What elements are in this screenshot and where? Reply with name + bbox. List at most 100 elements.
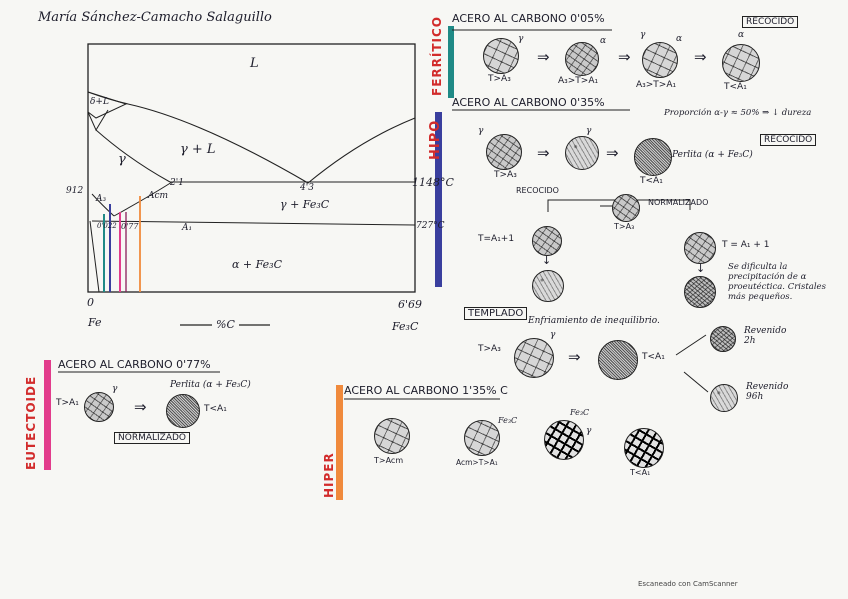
ferr-alpha-3: α: [676, 34, 682, 44]
ferr-arrow-2: ⇒: [618, 48, 631, 66]
micro-revenido-96h: [710, 384, 738, 412]
micro-revenido-2h: [710, 326, 736, 352]
micro-hipo-left-1: [532, 226, 562, 256]
hiper-t3: T<A₁: [630, 468, 650, 477]
liquidus-line: [88, 92, 415, 183]
micro-hipo-left-2: [532, 270, 564, 302]
eut-t1: T>A₁: [56, 398, 79, 408]
title-eutectoide: ACERO AL CARBONO 0'77%: [58, 358, 211, 371]
region-alpha-fe3c: α + Fe₃C: [232, 258, 282, 271]
title-hiper: ACERO AL CARBONO 1'35% C: [344, 384, 508, 397]
label-templado: TEMPLADO: [464, 307, 527, 320]
region-gamma: γ: [118, 152, 126, 167]
hipo-gamma-2: γ: [586, 126, 591, 136]
hiper-t2: Acm>T>A₁: [456, 458, 498, 467]
eutectoid-line: [92, 221, 415, 225]
eut-arrow: ⇒: [134, 398, 147, 416]
title-ferritico: ACERO AL CARBONO 0'05%: [452, 12, 605, 25]
micro-eut-1: [84, 392, 114, 422]
author-name: María Sánchez-Camacho Salaguillo: [38, 10, 272, 25]
tag-hiper: HIPER: [322, 452, 336, 498]
region-L: L: [250, 56, 259, 71]
hipo-arrow-1: ⇒: [537, 144, 550, 162]
label-normalizado: NORMALIZADO: [114, 432, 190, 444]
micro-hipo-center: [612, 194, 640, 222]
ferr-gamma-1: γ: [518, 34, 523, 44]
ferr-t3: A₃>T>A₁: [636, 80, 676, 90]
templado-rev2h: Revenido 2h: [744, 326, 794, 346]
bar-eutectoide: [44, 360, 51, 470]
solidus-line: [96, 130, 170, 182]
tag-eutectoide: EUTECTOIDE: [24, 376, 38, 470]
templado-t2: T<A₁: [642, 352, 665, 362]
micro-eut-2: [166, 394, 200, 428]
label-fe3c: Fe₃C: [392, 320, 418, 333]
label-2-1: 2'1: [170, 178, 184, 188]
micro-hiper-4: [624, 428, 664, 468]
scanner-footer: Escaneado con CamScanner: [638, 580, 738, 588]
title-hipo: ACERO AL CARBONO 0'35%: [452, 96, 605, 109]
label-recocido-2: RECOCIDO: [760, 134, 816, 146]
hipo-arrow-2: ⇒: [606, 144, 619, 162]
hipo-normalizado-branch: NORMALIZADO: [648, 198, 708, 207]
label-x0: 0: [87, 296, 94, 309]
label-x669: 6'69: [398, 298, 422, 311]
micro-hipo-2: [565, 136, 599, 170]
templado-arrow: ⇒: [568, 348, 581, 366]
micro-hiper-3: [544, 420, 584, 460]
region-delta-L: δ+L: [90, 97, 109, 107]
diagram-frame: [88, 44, 415, 292]
axis-label-carbon: %C: [212, 318, 239, 331]
hipo-t1: T>A₃: [494, 170, 517, 180]
micro-hiper-2: [464, 420, 500, 456]
hiper-gamma: γ: [586, 426, 591, 436]
ferr-t4: T<A₁: [724, 82, 747, 92]
region-gamma-fe3c: γ + Fe₃C: [280, 198, 329, 211]
hipo-ta1-left: T=A₁+1: [478, 234, 514, 244]
micro-ferr-3: [642, 42, 678, 78]
hipo-perlita: Perlita (α + Fe₃C): [672, 150, 753, 160]
ferr-alpha-2: α: [600, 36, 606, 46]
ferr-t1: T>A₃: [488, 74, 511, 84]
micro-ferr-4: [722, 44, 760, 82]
micro-templado-2: [598, 340, 638, 380]
label-acm: Acm: [148, 191, 168, 201]
hiper-fe3c-2: Fe₃C: [570, 408, 589, 417]
hipo-observation: Se dificulta la precipitación de α proeu…: [728, 262, 828, 302]
hipo-ta1-right: T = A₁ + 1: [722, 240, 770, 250]
hiper-fe3c-1: Fe₃C: [498, 416, 517, 425]
templado-desc: Enfriamiento de inequilibrio.: [528, 316, 660, 326]
hipo-down-right: ↓: [696, 262, 705, 275]
hipo-gamma-1: γ: [478, 126, 483, 136]
templado-gamma: γ: [550, 330, 555, 340]
region-gamma-L: γ + L: [180, 142, 216, 157]
ferr-t2: A₃>T>A₁: [558, 76, 598, 86]
templado-rev96h: Revenido 96h: [746, 382, 796, 402]
ferr-gamma-3: γ: [640, 30, 645, 40]
label-1148: 1148°C: [412, 176, 454, 189]
hipo-t2: T<A₁: [640, 176, 663, 186]
templado-t1: T>A₃: [478, 344, 501, 354]
micro-ferr-1: [483, 38, 519, 74]
label-a3: A₃: [96, 194, 106, 204]
eut-t2: T<A₁: [204, 404, 227, 414]
tag-hipo: HIPO: [428, 120, 443, 160]
hipo-recocido-branch: RECOCIDO: [516, 186, 559, 195]
label-077: 0'77: [121, 222, 138, 231]
micro-hipo-1: [486, 134, 522, 170]
hiper-t1: T>Acm: [374, 456, 403, 465]
hipo-note: Proporción α-γ ≈ 50% ⇒ ↓ dureza: [664, 108, 811, 118]
bar-ferritico: [448, 26, 454, 98]
micro-hiper-1: [374, 418, 410, 454]
micro-hipo-3: [634, 138, 672, 176]
ferr-arrow-1: ⇒: [537, 48, 550, 66]
tag-ferritico: FERRÍTICO: [430, 16, 444, 96]
label-912: 912: [66, 186, 83, 196]
hipo-ta3: T>A₃: [614, 222, 634, 231]
label-4-3: 4'3: [300, 183, 314, 193]
label-0022: 0'022: [97, 222, 117, 230]
label-727: 727°C: [416, 221, 445, 231]
label-recocido-1: RECOCIDO: [742, 16, 798, 28]
ferr-alpha-4: α: [738, 30, 744, 40]
